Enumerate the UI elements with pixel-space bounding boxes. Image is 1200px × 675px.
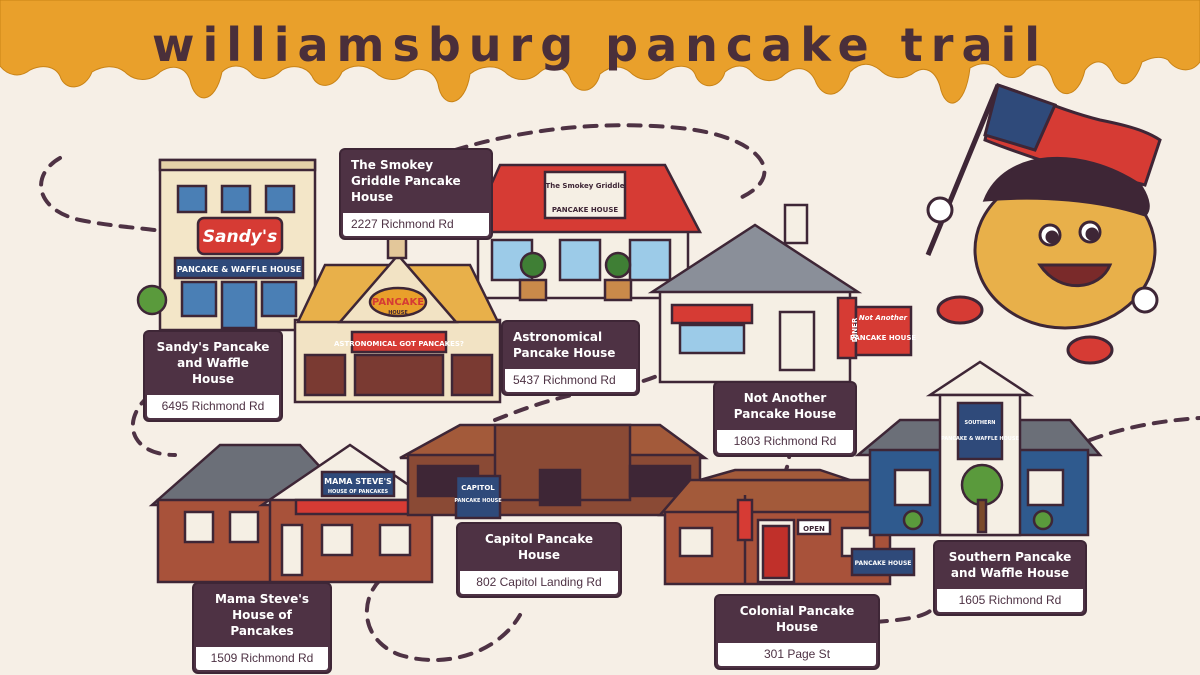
syrup-drip-header [0,0,1200,104]
notanother-sign-side: DINER [851,317,859,342]
location-address: 5437 Richmond Rd [505,369,636,392]
flag-pole [925,84,1001,256]
location-address: 802 Capitol Landing Rd [460,571,618,594]
building-smokey [468,163,703,302]
astro-sign-top: PANCAKE [372,297,424,308]
colonial-sign-bottom: PANCAKE HOUSE [855,560,912,567]
mamasteve-sign-top: MAMA STEVE'S [324,477,392,486]
capitol-sign-bottom: PANCAKE HOUSE [454,498,502,504]
location-address: 1605 Richmond Rd [937,589,1083,612]
label-southern[interactable]: Southern Pancake and Waffle House 1605 R… [935,542,1085,614]
label-capitol[interactable]: Capitol Pancake House 802 Capitol Landin… [458,524,620,596]
mamasteve-sign-bottom: HOUSE OF PANCAKES [328,489,389,495]
label-mamasteve[interactable]: Mama Steve's House of Pancakes 1509 Rich… [194,584,330,672]
building-sandys [136,158,317,332]
label-astro[interactable]: Astronomical Pancake House 5437 Richmond… [503,322,638,394]
location-address: 1803 Richmond Rd [717,430,853,453]
label-smokey[interactable]: The Smokey Griddle Pancake House 2227 Ri… [341,150,491,238]
location-name: The Smokey Griddle Pancake House [351,158,461,204]
capitol-sign-top: CAPITOL [461,484,495,492]
pancake-mascot [925,83,1162,365]
location-name: Southern Pancake and Waffle House [948,550,1072,580]
sandys-sign-top: Sandy's [203,227,277,247]
label-notanother[interactable]: Not Another Pancake House 1803 Richmond … [715,383,855,455]
building-southern [854,360,1103,537]
location-address: 301 Page St [718,643,876,666]
location-name: Not Another Pancake House [733,391,837,421]
label-colonial[interactable]: Colonial Pancake House 301 Page St [716,596,878,668]
building-mamasteve [148,443,443,584]
notanother-sign-bottom: PANCAKE HOUSE [850,334,916,342]
notanother-sign-top: Not Another [859,314,908,322]
astro-sign-mid: HOUSE [388,310,408,316]
sandys-sign-bottom: PANCAKE & WAFFLE HOUSE [177,265,301,274]
building-colonial [657,468,916,586]
smokey-sign-top: The Smokey Griddle [545,182,624,190]
location-address: 2227 Richmond Rd [343,213,489,236]
building-astro [293,230,502,404]
building-notanother [647,203,913,384]
location-name: Sandy's Pancake and Waffle House [156,340,270,386]
location-name: Colonial Pancake House [739,604,855,634]
southern-sign-top: SOUTHERN [965,420,996,426]
page-title: williamsburg pancake trail [151,18,1049,72]
label-sandys[interactable]: Sandy's Pancake and Waffle House 6495 Ri… [145,332,281,420]
building-capitol [399,423,709,520]
southern-sign-bottom: PANCAKE & WAFFLE HOUSE [941,436,1019,442]
smokey-sign-bottom: PANCAKE HOUSE [552,206,618,214]
location-address: 6495 Richmond Rd [147,395,279,418]
astro-sign-bottom: ASTRONOMICAL GOT PANCAKES? [334,340,464,348]
location-name: Mama Steve's House of Pancakes [214,592,310,638]
colonial-sign-top: OPEN [803,525,825,533]
location-name: Capitol Pancake House [485,532,593,562]
location-name: Astronomical Pancake House [513,330,616,360]
location-address: 1509 Richmond Rd [196,647,328,670]
